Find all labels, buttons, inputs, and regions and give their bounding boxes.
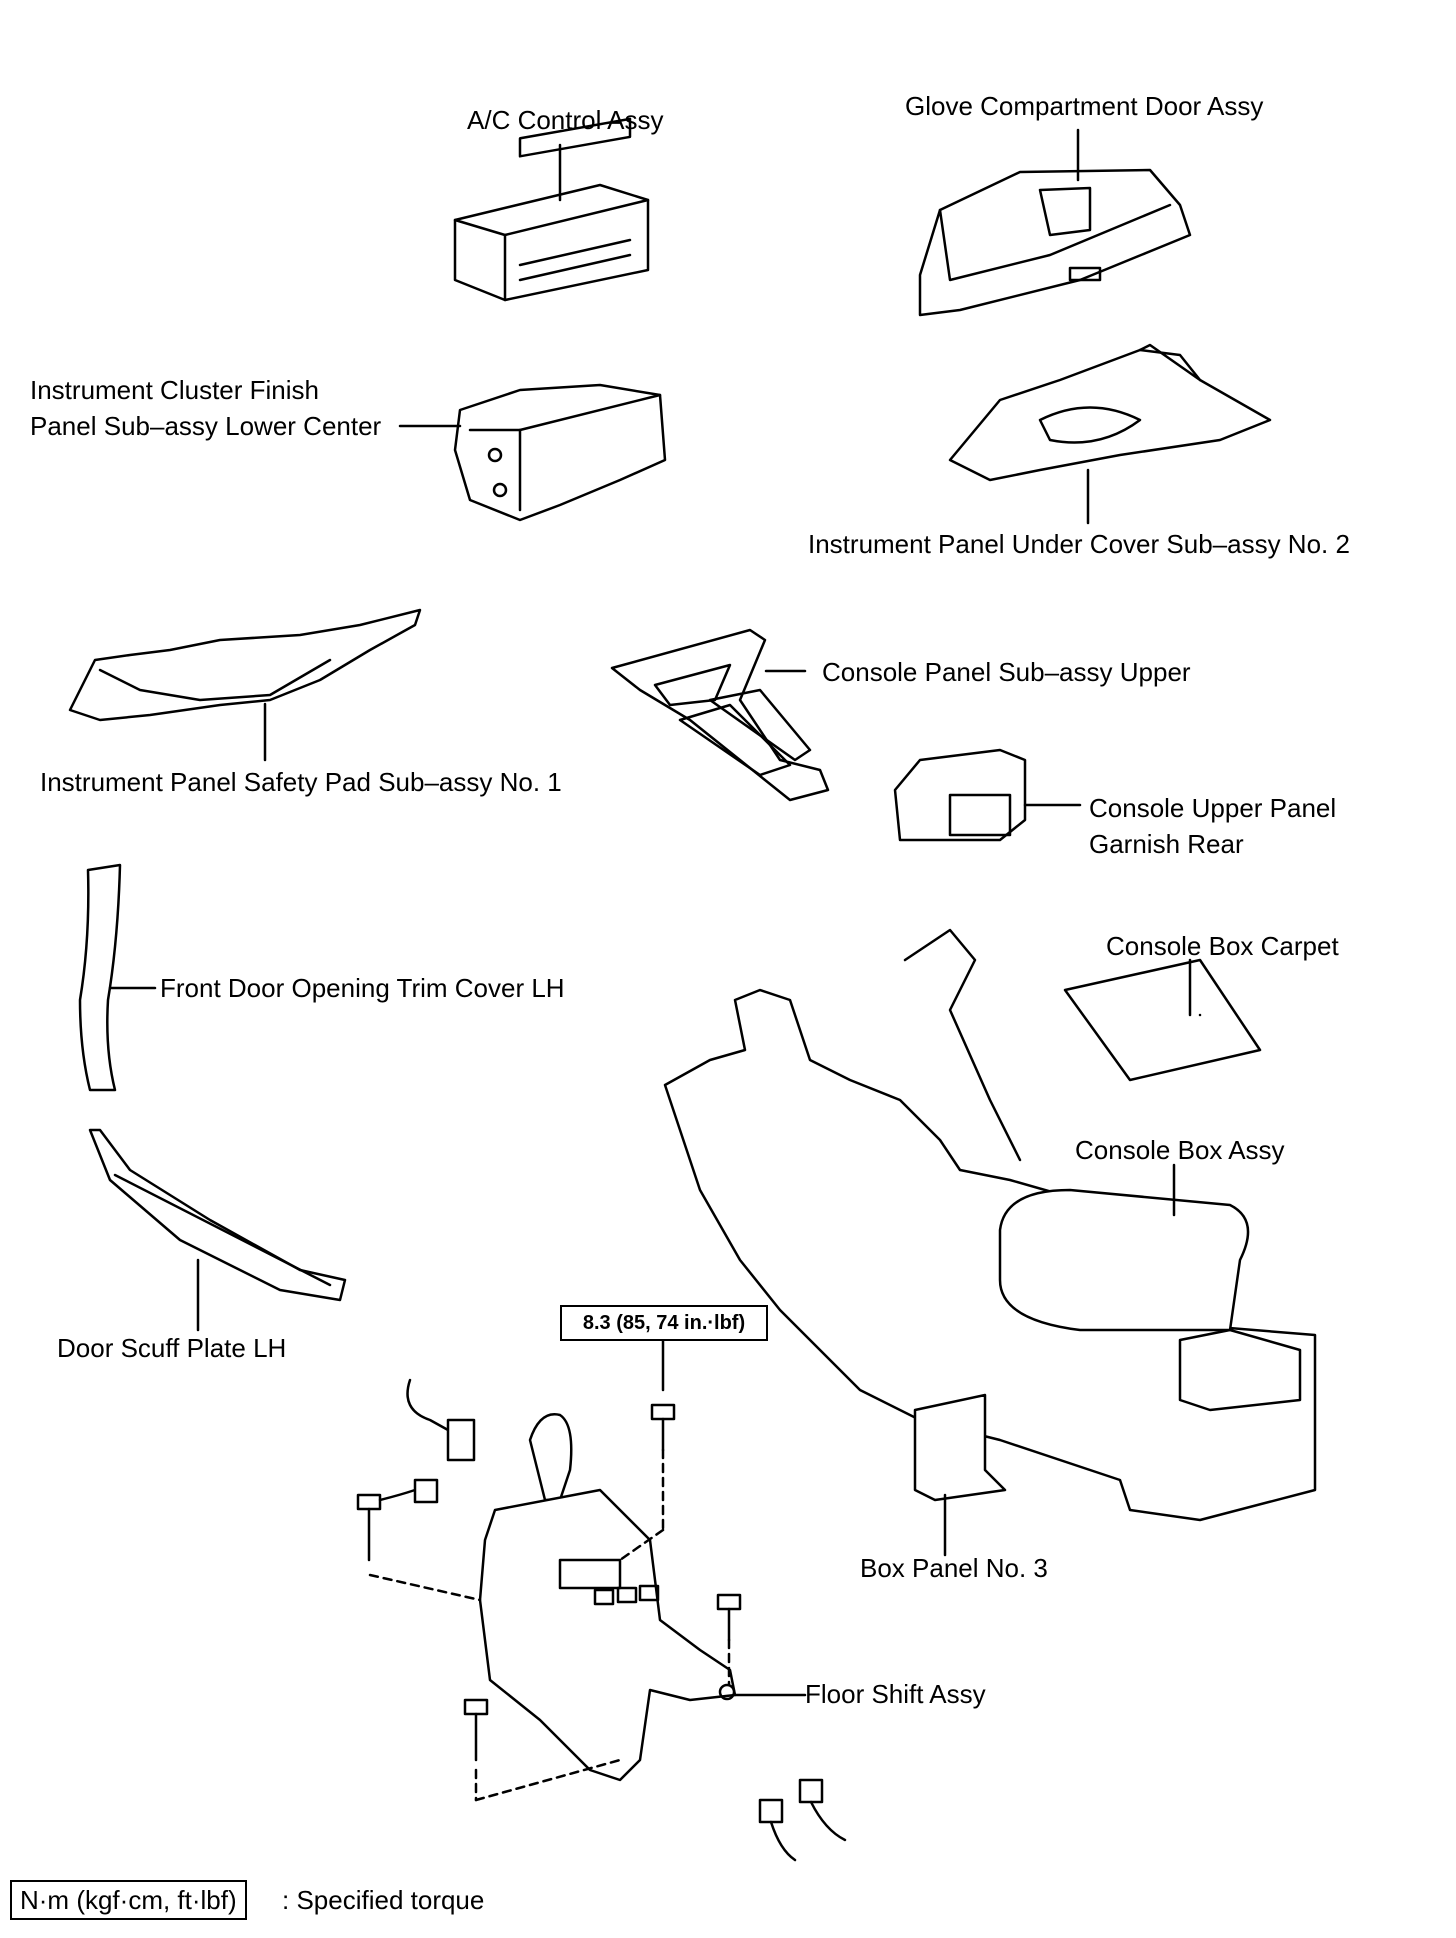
connector-bottom bbox=[758, 1778, 847, 1862]
under-cover-drawing bbox=[948, 343, 1272, 525]
console-box-carpet-drawing bbox=[1063, 958, 1262, 1082]
legend-units-box: N·m (kgf·cm, ft·lbf) bbox=[10, 1880, 247, 1920]
label-console-box-carpet: Console Box Carpet bbox=[1106, 931, 1339, 961]
label-safety-pad: Instrument Panel Safety Pad Sub–assy No.… bbox=[40, 767, 562, 797]
label-glove-compartment-door-assy: Glove Compartment Door Assy bbox=[905, 91, 1264, 121]
label-box-panel-no3: Box Panel No. 3 bbox=[860, 1553, 1048, 1583]
label-under-cover: Instrument Panel Under Cover Sub–assy No… bbox=[808, 529, 1350, 559]
label-ac-control-assy: A/C Control Assy bbox=[467, 105, 664, 135]
floor-shift-assy-drawing bbox=[478, 1413, 807, 1782]
garnish-rear-drawing bbox=[893, 748, 1082, 842]
console-panel-upper-drawing bbox=[610, 628, 830, 802]
box-panel-drawing bbox=[913, 1393, 1007, 1557]
label-console-box-assy: Console Box Assy bbox=[1075, 1135, 1285, 1165]
label-door-scuff-plate: Door Scuff Plate LH bbox=[57, 1333, 287, 1363]
ac-control-assy-drawing bbox=[453, 117, 650, 302]
glove-compartment-door-drawing bbox=[918, 128, 1192, 317]
torque-spec-box: 8.3 (85, 74 in.·lbf) bbox=[560, 1305, 768, 1341]
label-cluster-finish-line1: Instrument Cluster Finish bbox=[30, 375, 319, 405]
bolt-right bbox=[716, 1593, 742, 1687]
bolt-bottom bbox=[463, 1698, 622, 1802]
console-box-assy-drawing bbox=[663, 928, 1317, 1522]
label-console-panel-upper: Console Panel Sub–assy Upper bbox=[822, 657, 1191, 687]
door-trim-cover-drawing bbox=[78, 863, 157, 1092]
connector-middle bbox=[378, 1478, 439, 1504]
bolt-top bbox=[618, 1403, 676, 1562]
label-garnish-rear-line2: Garnish Rear bbox=[1089, 829, 1244, 859]
door-scuff-plate-drawing bbox=[88, 1128, 347, 1332]
label-cluster-finish-line2: Panel Sub–assy Lower Center bbox=[30, 411, 382, 441]
label-door-trim-cover: Front Door Opening Trim Cover LH bbox=[160, 973, 565, 1003]
label-floor-shift-assy: Floor Shift Assy bbox=[805, 1679, 986, 1709]
label-garnish-rear-line1: Console Upper Panel bbox=[1089, 793, 1337, 823]
safety-pad-drawing bbox=[68, 608, 422, 762]
connector-upper bbox=[406, 1378, 476, 1462]
legend-description: : Specified torque bbox=[282, 1885, 485, 1915]
bolt-left bbox=[356, 1493, 482, 1602]
cluster-finish-panel-drawing bbox=[398, 383, 667, 522]
